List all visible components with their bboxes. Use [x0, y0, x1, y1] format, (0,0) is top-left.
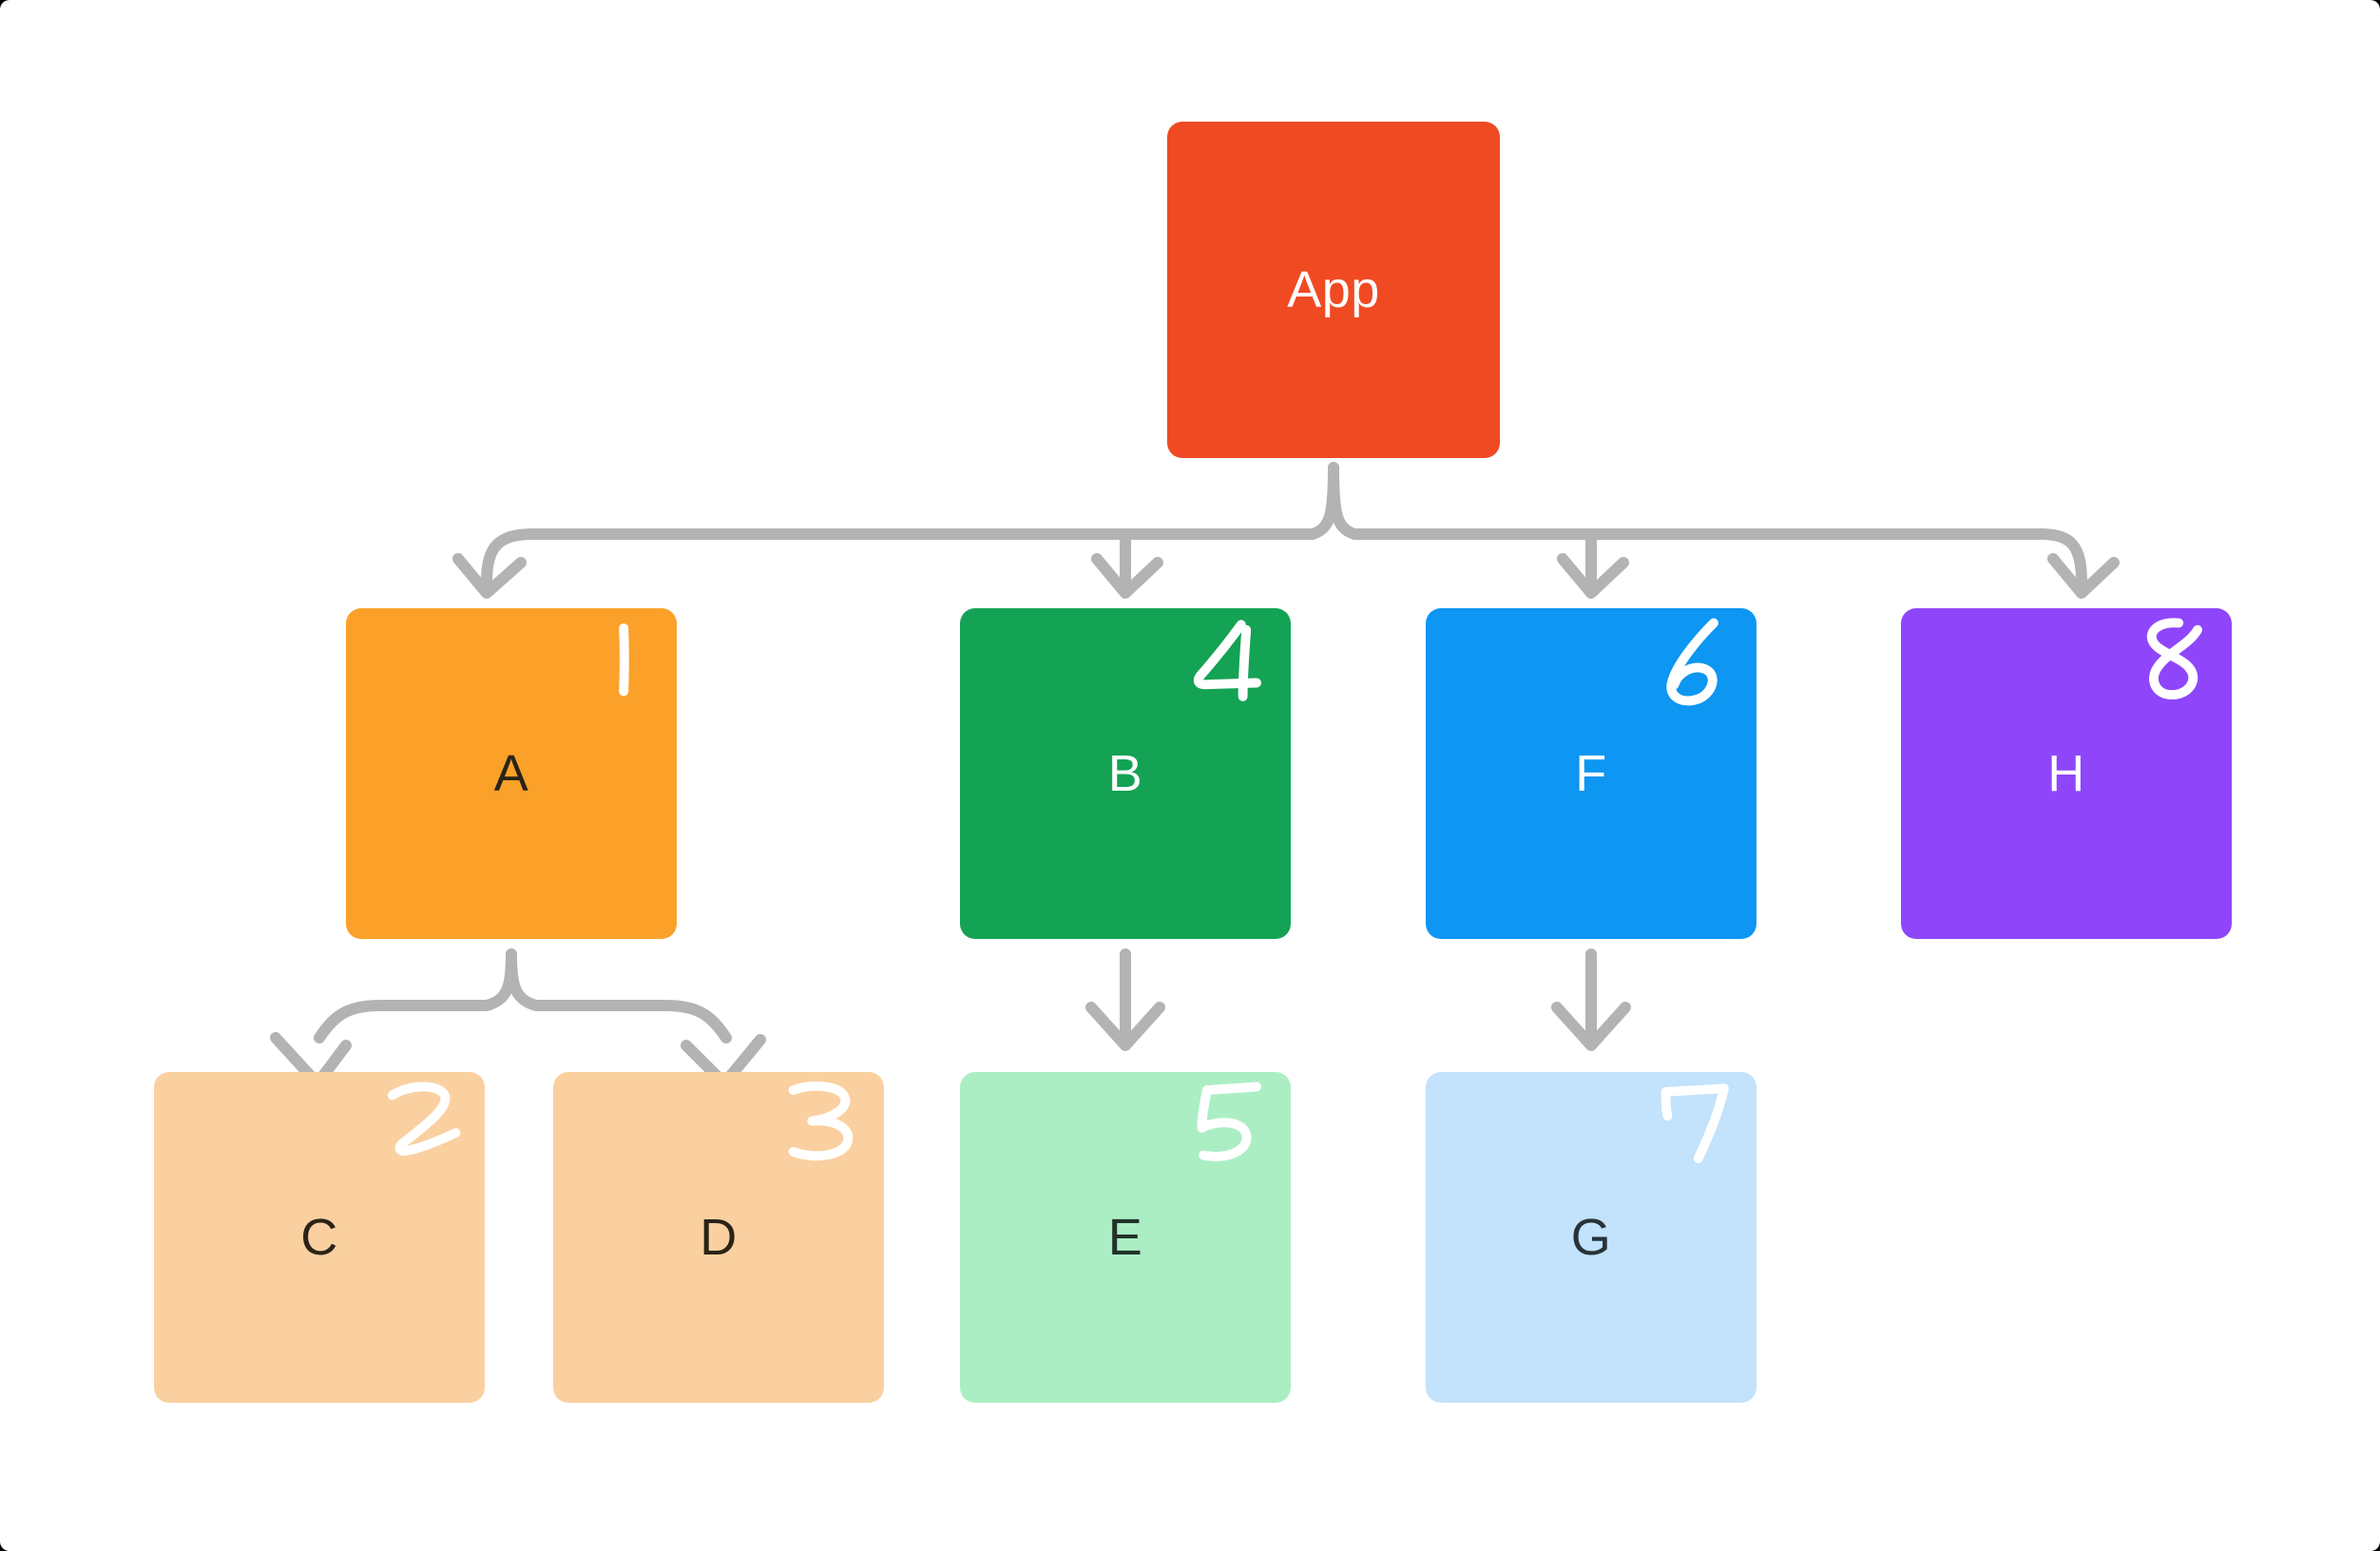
node-app[interactable]: App — [1167, 122, 1500, 458]
node-annotation-2 — [382, 1078, 468, 1173]
node-label: E — [1107, 1209, 1143, 1266]
edge-group-f-g — [1551, 948, 1631, 1051]
node-annotation-1 — [574, 614, 660, 709]
arrowhead-app-to-h — [2047, 553, 2120, 599]
edge-bus-right-h — [1610, 528, 2087, 595]
arrowhead-app-to-a — [452, 553, 527, 599]
node-label: F — [1575, 745, 1607, 802]
node-annotation-6 — [1654, 614, 1739, 709]
edge-trunk-app — [1049, 462, 1339, 540]
edge-group-b-e — [1085, 948, 1165, 1051]
node-d[interactable]: D — [553, 1072, 884, 1403]
node-g[interactable]: G — [1426, 1072, 1756, 1403]
edge-bus-left — [481, 528, 1061, 595]
edge-trunk-app-right — [1328, 462, 1622, 540]
node-b[interactable]: B — [960, 608, 1291, 939]
node-annotation-4 — [1188, 614, 1274, 709]
node-c[interactable]: C — [154, 1072, 485, 1403]
node-label: G — [1570, 1209, 1612, 1266]
node-label: D — [700, 1209, 738, 1266]
node-label: A — [493, 745, 529, 802]
arrowhead-app-to-b — [1091, 553, 1163, 599]
arrowhead-app-to-f — [1557, 553, 1629, 599]
node-e[interactable]: E — [960, 1072, 1291, 1403]
node-annotation-7 — [1654, 1078, 1739, 1173]
node-a[interactable]: A — [346, 608, 677, 939]
arrowhead-b-to-e — [1085, 1002, 1165, 1051]
node-label: B — [1107, 745, 1143, 802]
node-f[interactable]: F — [1426, 608, 1756, 939]
node-label: C — [300, 1209, 338, 1266]
arrowhead-f-to-g — [1551, 1002, 1631, 1051]
node-annotation-5 — [1188, 1078, 1274, 1173]
edge-group-app-children — [452, 462, 2120, 599]
edge-group-a-children — [270, 948, 766, 1089]
node-h[interactable]: H — [1901, 608, 2232, 939]
node-annotation-8 — [2129, 614, 2215, 709]
edge-trunk-a-right — [506, 948, 732, 1044]
edge-bus-right-f — [1585, 528, 1622, 595]
node-label: App — [1287, 261, 1380, 318]
node-label: H — [2047, 745, 2085, 802]
node-annotation-3 — [781, 1078, 867, 1173]
edge-trunk-a-left — [314, 948, 517, 1044]
